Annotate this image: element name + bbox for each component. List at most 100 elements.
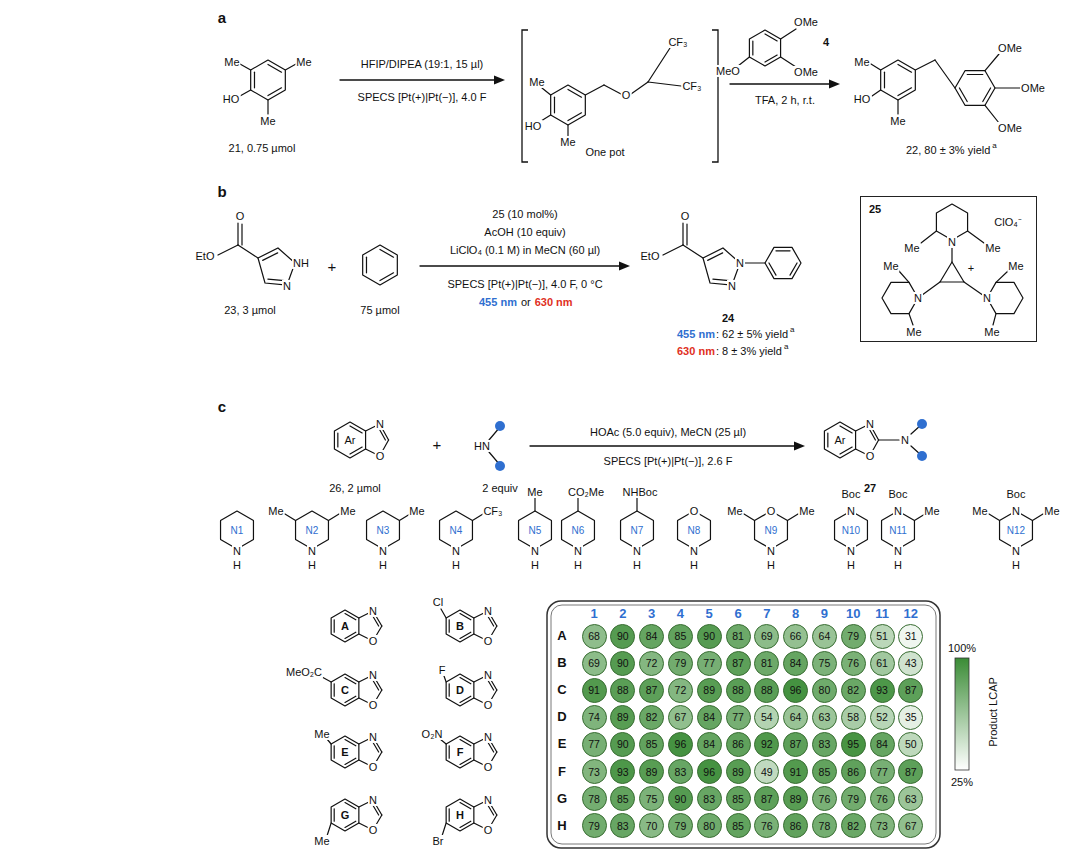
bond-line (993, 314, 996, 325)
well-value: 75 (819, 657, 831, 669)
chem-label: 8 (791, 607, 800, 621)
bond-line (328, 514, 339, 521)
chem-label: O (483, 761, 494, 773)
plate-well: 93 (610, 759, 635, 784)
plate-well: 88 (754, 678, 779, 703)
ring-outline (446, 736, 474, 768)
chem-label: N (232, 545, 242, 557)
plate-well: 89 (639, 759, 664, 784)
plate-well: 90 (610, 624, 635, 649)
chem-label: HOAc (5.0 equiv), MeCN (25 µl) (589, 426, 747, 438)
plate-well: 95 (841, 732, 866, 757)
bond-line (554, 97, 555, 113)
bond-line (345, 632, 356, 638)
well-value: 79 (847, 630, 859, 642)
chem-label: N (893, 505, 903, 517)
well-value: 91 (790, 766, 802, 778)
reaction-arrow-head (794, 442, 805, 451)
plate-well: 90 (610, 651, 635, 676)
chem-label: Br (432, 835, 445, 847)
well-value: 72 (646, 657, 658, 669)
bond-line (745, 262, 765, 263)
plate-well: 81 (726, 624, 751, 649)
chem-label: F (438, 664, 447, 676)
bond-line (345, 696, 356, 702)
chem-label: + (967, 262, 975, 274)
chem-label: N4 (449, 525, 464, 536)
plate-well: 54 (754, 705, 779, 730)
chem-label: O (375, 450, 386, 462)
chem-label: N11 (888, 525, 908, 536)
plate-well: 61 (870, 651, 895, 676)
chem-label: N (735, 257, 745, 269)
chem-label: N (573, 545, 583, 557)
bond-line (350, 447, 362, 454)
bond-line (744, 514, 755, 521)
bond-line (568, 89, 582, 97)
chem-label: N (483, 669, 493, 681)
bond-line (985, 54, 999, 71)
chem-label: N (530, 545, 540, 557)
bond-line (1032, 514, 1043, 521)
plate-well: 79 (841, 786, 866, 811)
well-value: 73 (876, 820, 888, 832)
chem-label: 24 (721, 312, 735, 324)
plate-well: 58 (841, 705, 866, 730)
chem-label: H (573, 559, 583, 571)
chem-label: OMe (793, 66, 819, 78)
chem-label: SPECS [Pt(+)|Pt(−)], 4.0 F (357, 91, 488, 103)
well-value: 84 (703, 711, 715, 723)
chem-label: H (632, 559, 642, 571)
well-value: 96 (675, 738, 687, 750)
well-value: 77 (732, 711, 744, 723)
plate-well: 83 (697, 786, 722, 811)
bond-line (254, 72, 255, 88)
well-value: 76 (876, 793, 888, 805)
chem-label: F (557, 764, 567, 778)
plate-well: 89 (726, 759, 751, 784)
substituent-dot (495, 421, 505, 431)
chem-label: Me (903, 242, 920, 254)
ring-outline (519, 511, 552, 549)
bond-line (840, 426, 852, 433)
chem-label: Boc (888, 488, 909, 500)
chem-label: LiClO₄ (0.1 M) in MeCN (60 µl) (449, 244, 601, 256)
plate-well: 91 (582, 678, 607, 703)
bond-line (921, 231, 936, 243)
well-value: 87 (905, 766, 917, 778)
plate-well: 83 (668, 759, 693, 784)
well-value: 87 (761, 793, 773, 805)
bond-line (334, 684, 335, 696)
chem-label: N (1011, 545, 1021, 557)
chem-label: N (483, 605, 493, 617)
bond-line (631, 82, 648, 94)
chem-label: NHBoc (622, 486, 659, 498)
well-value: 93 (876, 684, 888, 696)
chem-label: N12 (1006, 525, 1026, 536)
chem-label: A (556, 629, 567, 643)
bond-line (663, 245, 683, 255)
bond-line (636, 498, 637, 511)
well-value: 61 (876, 657, 888, 669)
plate-well: 89 (697, 678, 722, 703)
chem-label: Me (726, 505, 743, 517)
ring-outline (765, 247, 801, 278)
ring-outline (334, 422, 365, 458)
bond-line (959, 88, 967, 102)
ring-outline (331, 674, 359, 706)
chem-label: N5 (528, 525, 543, 536)
chem-label: : 62 ± 5% yield (715, 328, 789, 340)
plate-well: 73 (582, 759, 607, 784)
chem-label: + (327, 259, 338, 276)
bond-line (268, 88, 282, 96)
plate-well: 77 (870, 759, 895, 784)
plate-well: 67 (668, 705, 693, 730)
chem-label: + (432, 437, 443, 454)
plate-well: 69 (754, 624, 779, 649)
chem-label: H (455, 809, 465, 821)
chem-label: N2 (305, 525, 320, 536)
plate-well: 86 (841, 759, 866, 784)
well-value: 89 (732, 766, 744, 778)
chem-label: N (368, 669, 378, 681)
plate-well: 77 (726, 705, 751, 730)
